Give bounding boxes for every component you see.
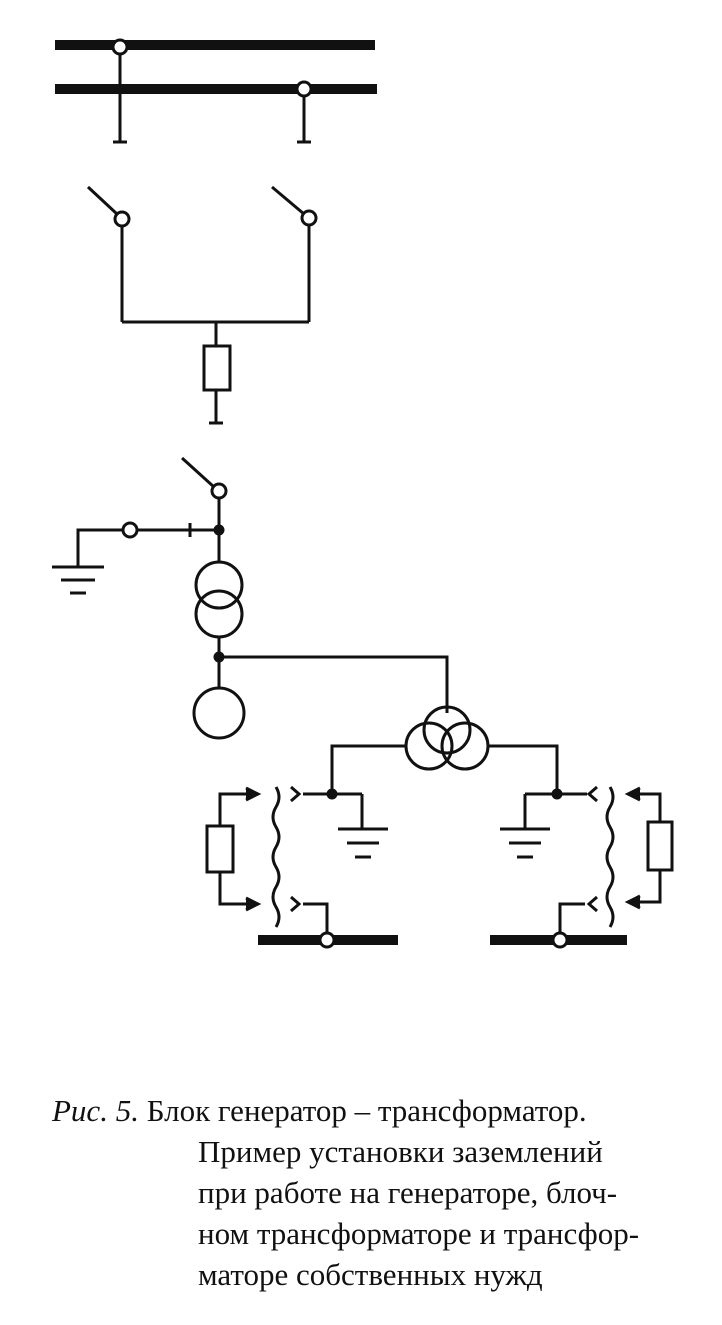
disconnector-2-contact: [300, 209, 318, 227]
aux-right-resistor-loop: [632, 792, 662, 822]
aux-right-lead: [488, 744, 559, 794]
hv-disconnector-contact: [210, 482, 228, 500]
aux-right-bus-point: [551, 931, 569, 949]
caption-line-2: Пример установки заземлений: [198, 1134, 603, 1169]
aux-left-resistor-return: [218, 872, 255, 906]
bus1-connection-point: [111, 38, 129, 56]
earth-ground-icon: [338, 827, 388, 859]
aux-left-connector-top: [290, 785, 302, 803]
busbar-2: [55, 84, 377, 94]
aux-right-arrow-bottom: [624, 894, 641, 910]
aux-left-arrow-top: [245, 786, 262, 802]
disconnector-1-contact: [113, 210, 131, 228]
aux-left-connector-bottom: [290, 895, 302, 913]
aux-right-bus-lead: [558, 902, 585, 935]
aux-transformer-section: [205, 705, 674, 949]
figure-caption: Рис. 5. Блок генератор – трансформатор. …: [52, 1090, 692, 1295]
aux-right-connector-bottom: [586, 895, 598, 913]
aux-right-connector-top: [586, 785, 598, 803]
bus2-connection-point: [295, 80, 313, 98]
caption-title: Блок генератор – трансформатор.: [146, 1093, 587, 1128]
aux-right-resistor: [646, 820, 674, 872]
circuit-breaker-symbol: [202, 344, 232, 392]
three-winding-transformer-symbol: [404, 705, 490, 771]
aux-left-bus-lead: [303, 902, 329, 935]
caption-line-1: Рис. 5. Блок генератор – трансформатор.: [52, 1090, 692, 1131]
busbar-system: [55, 38, 377, 144]
block-transformer-section: [52, 456, 449, 740]
disconnector-group: [86, 185, 318, 425]
aux-right-resistor-return: [632, 870, 662, 904]
disconnector-2-blade: [271, 185, 305, 216]
ground-lead: [76, 528, 123, 567]
circuit-diagram: [52, 38, 674, 949]
aux-right-arrow-top: [624, 786, 641, 802]
block-transformer-symbol: [194, 560, 244, 639]
caption-line-3: при работе на генераторе, блоч-: [198, 1175, 618, 1210]
caption-prefix: Рис. 5.: [52, 1093, 139, 1128]
caption-line-4: ном трансформаторе и трансфор-: [198, 1216, 640, 1251]
busbar-1: [55, 40, 375, 50]
aux-feed-line: [219, 655, 449, 713]
hv-disconnector-blade: [180, 456, 216, 489]
aux-left-insulation: [271, 786, 281, 928]
aux-left-bus-point: [318, 931, 336, 949]
generator-symbol: [192, 686, 246, 740]
disconnector-1-blade: [86, 185, 119, 216]
aux-left-lead: [330, 744, 406, 794]
ground-switch-contact: [121, 521, 139, 539]
aux-right-insulation: [605, 786, 615, 928]
aux-left-arrow-bottom: [245, 896, 262, 912]
aux-left-resistor-loop: [218, 792, 255, 826]
caption-line-5: маторе собственных нужд: [198, 1257, 543, 1292]
aux-left-resistor: [205, 824, 235, 874]
earth-ground-icon: [52, 565, 104, 595]
earth-ground-icon: [500, 827, 550, 859]
